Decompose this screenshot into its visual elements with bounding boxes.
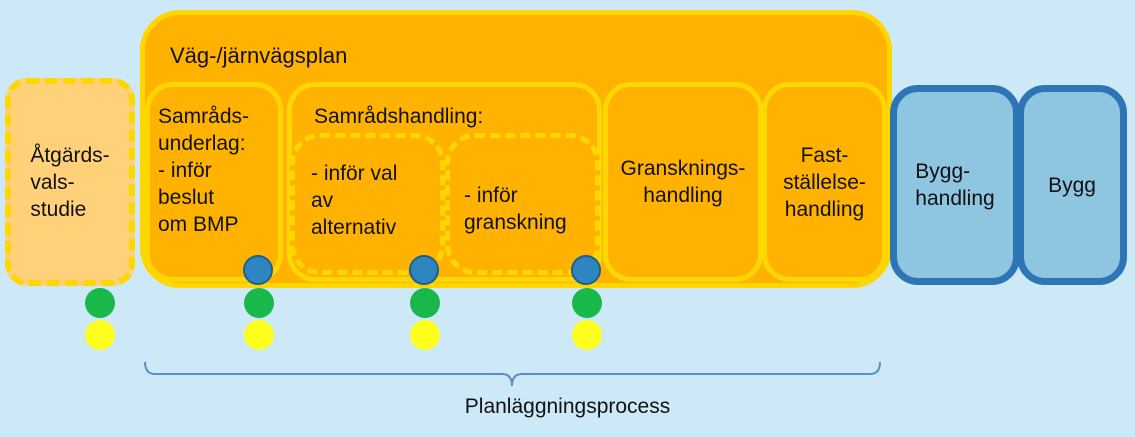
bygg-box: Bygg [1017, 85, 1127, 285]
green-dot [244, 288, 274, 318]
blue-dot [243, 255, 273, 285]
bygg-label: Bygg [1048, 173, 1096, 197]
faststallelsehandling-box: Fast- ställelse- handling [762, 82, 887, 282]
process-label: Planläggningsprocess [464, 395, 671, 418]
samradsunderlag-box: Samråds- underlag: - inför beslut om BMP [145, 82, 283, 282]
infor-val-box: - inför val av alternativ [290, 133, 445, 275]
samradsunderlag-label: Samråds- underlag: - inför beslut om BMP [158, 105, 250, 236]
samradshandling-label: Samrådshandling: [314, 105, 484, 128]
infor-val-label: - inför val av alternativ [311, 162, 398, 239]
green-dot [410, 288, 440, 318]
yellow-dot [410, 320, 440, 350]
yellow-dot [572, 320, 602, 350]
yellow-dot [244, 320, 274, 350]
faststallelsehandling-label: Fast- ställelse- handling [783, 143, 866, 221]
yellow-dot [85, 320, 115, 350]
atgardsvalsstudie-box: Åtgärds- vals- studie [5, 78, 135, 286]
atgardsvalsstudie-label: Åtgärds- vals- studie [30, 143, 110, 221]
plan-title: Väg-/järnvägsplan [170, 43, 348, 68]
bygghandling-box: Bygg- handling [890, 85, 1020, 285]
infor-granskning-box: - inför granskning [445, 133, 600, 275]
green-dot [572, 288, 602, 318]
blue-dot [571, 255, 601, 285]
bygghandling-label: Bygg- handling [915, 160, 995, 210]
blue-dot [409, 255, 439, 285]
granskningshandling-label: Gransknings- handling [620, 157, 746, 207]
process-brace [144, 361, 881, 387]
infor-granskning-label: - inför granskning [464, 184, 567, 234]
granskningshandling-box: Gransknings- handling [603, 82, 763, 282]
green-dot [85, 288, 115, 318]
